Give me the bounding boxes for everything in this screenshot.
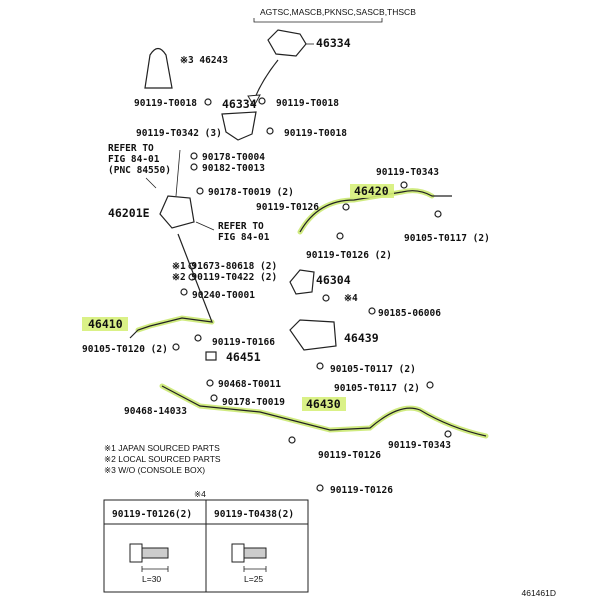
label-46334-mid[interactable]: 46334 [222, 97, 257, 111]
label-90185-06006[interactable]: 90185-06006 [378, 308, 441, 319]
label-90119-T0342[interactable]: 90119-T0342 (3) [136, 128, 222, 139]
bolt-icon [368, 307, 376, 315]
bolt-icon [434, 210, 442, 218]
label-90119-T0343-bot[interactable]: 90119-T0343 [388, 440, 451, 451]
label-46420[interactable]: 46420 [354, 184, 389, 198]
label-90119-T0422[interactable]: ※2 90119-T0422 (2) [172, 272, 277, 283]
label-90240-T0001[interactable]: 90240-T0001 [192, 290, 255, 301]
label-90119-T0166[interactable]: 90119-T0166 [212, 337, 275, 348]
refer-1-line3[interactable]: (PNC 84550) [108, 165, 171, 176]
label-90119-T0018-left[interactable]: 90119-T0018 [134, 98, 197, 109]
label-90468-T0011[interactable]: 90468-T0011 [218, 379, 281, 390]
label-90119-T0343-top[interactable]: 90119-T0343 [376, 167, 439, 178]
bolt-icon [316, 484, 324, 492]
bolt-icon [172, 343, 180, 351]
bolt-icon [316, 362, 324, 370]
label-46430[interactable]: 46430 [306, 397, 341, 411]
refer-2-line1[interactable]: REFER TO [218, 221, 264, 232]
bolt-icon [288, 436, 296, 444]
label-90119-T0126-2[interactable]: 90119-T0126 (2) [306, 250, 392, 261]
bolt-icon [206, 379, 214, 387]
bolt-table-col1-header: 90119-T0126(2) [112, 509, 192, 520]
highlight-46430 [302, 397, 346, 411]
bolt-icon [426, 381, 434, 389]
part-46410-cable [129, 233, 213, 339]
bolt-icon [196, 187, 204, 195]
bolt-icon [204, 98, 212, 106]
label-90178-T0004[interactable]: 90178-T0004 [202, 152, 265, 163]
label-90105-T0117-mid[interactable]: 90105-T0117 (2) [330, 364, 416, 375]
label-90468-14033[interactable]: 90468-14033 [124, 406, 187, 417]
bolt-table-marker: ※4 [194, 489, 206, 499]
refer-1-line1[interactable]: REFER TO [108, 143, 154, 154]
bolt-icon [336, 232, 344, 240]
bolt-table-col1-length: L=30 [142, 574, 161, 584]
bolt-icon [180, 288, 188, 296]
bolt-icon [266, 127, 274, 135]
part-46201E-shape [159, 195, 195, 229]
label-46304[interactable]: 46304 [316, 273, 351, 287]
bolt-icon [444, 430, 452, 438]
bolt-icon [210, 394, 218, 402]
part-46334-top-shape [267, 29, 307, 57]
bolt-icon [400, 181, 408, 189]
arrow-head [247, 94, 261, 108]
leader-refer-2 [195, 221, 215, 231]
label-46334-top[interactable]: 46334 [316, 36, 351, 50]
bolt-table-col2-length: L=25 [244, 574, 263, 584]
bolt-icon [190, 163, 198, 171]
highlight-46410 [82, 317, 128, 331]
bolt-icon [258, 97, 266, 105]
highlight-46420 [350, 184, 394, 198]
label-90119-T0126-bot[interactable]: 90119-T0126 [318, 450, 381, 461]
legend-3: ※3 W/O (CONSOLE BOX) [104, 465, 205, 475]
figure-id: 461461D [521, 588, 556, 598]
bolt2-dimension [243, 566, 267, 572]
part-46334-mid-shape [221, 111, 257, 141]
bolt-icon [322, 294, 330, 302]
leader-refer-1 [145, 177, 157, 189]
label-46243[interactable]: ※3 46243 [180, 55, 228, 66]
label-90119-T0126-top[interactable]: 90119-T0126 [256, 202, 319, 213]
label-91673-80618[interactable]: ※1 91673-80618 (2) [172, 261, 277, 272]
label-90105-T0117-top[interactable]: 90105-T0117 (2) [404, 233, 490, 244]
part-46430-cable [161, 385, 487, 437]
part-46304-shape [289, 269, 315, 295]
bolt-icon [129, 543, 169, 563]
bolt-icon [194, 334, 202, 342]
part-46439-shape [289, 319, 337, 351]
part-46243-shape [144, 47, 173, 89]
arrow-curve [253, 59, 279, 101]
refer-1-line2[interactable]: FIG 84-01 [108, 154, 160, 165]
label-46439[interactable]: 46439 [344, 331, 379, 345]
legend-2: ※2 LOCAL SOURCED PARTS [104, 454, 221, 464]
bolt-icon [231, 543, 267, 563]
variant-note: AGTSC,MASCB,PKNSC,SASCB,THSCB [260, 7, 416, 17]
label-46410[interactable]: 46410 [88, 317, 123, 331]
label-star4[interactable]: ※4 [344, 293, 358, 304]
label-90105-T0117-bot[interactable]: 90105-T0117 (2) [334, 383, 420, 394]
bolt-table-col2-header: 90119-T0438(2) [214, 509, 294, 520]
label-90182-T0013[interactable]: 90182-T0013 [202, 163, 265, 174]
label-90178-T0019-bot[interactable]: 90178-T0019 [222, 397, 285, 408]
label-90119-T0018-right[interactable]: 90119-T0018 [276, 98, 339, 109]
clip-46451-shape [205, 351, 217, 361]
label-46201E[interactable]: 46201E [108, 206, 150, 220]
label-90105-T0120[interactable]: 90105-T0120 (2) [82, 344, 168, 355]
variant-bracket [253, 18, 383, 23]
bolt-icon [190, 152, 198, 160]
label-90119-T0018-mid[interactable]: 90119-T0018 [284, 128, 347, 139]
leader-vertical [175, 149, 181, 197]
legend-1: ※1 JAPAN SOURCED PARTS [104, 443, 220, 453]
bolt1-dimension [141, 566, 169, 572]
label-90178-T0019[interactable]: 90178-T0019 (2) [208, 187, 294, 198]
label-90119-T0126-bottom[interactable]: 90119-T0126 [330, 485, 393, 496]
label-46451[interactable]: 46451 [226, 350, 261, 364]
refer-2-line2[interactable]: FIG 84-01 [218, 232, 270, 243]
bolt-icon [342, 203, 350, 211]
